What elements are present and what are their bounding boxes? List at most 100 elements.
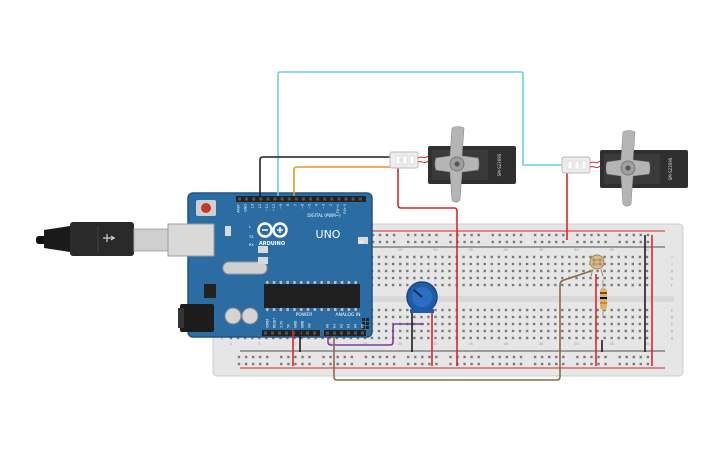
digital-header[interactable] — [236, 196, 366, 202]
breadboard-hole[interactable] — [617, 269, 620, 273]
breadboard-hole[interactable] — [596, 329, 599, 333]
breadboard-hole[interactable] — [638, 329, 642, 333]
breadboard-hole[interactable] — [582, 336, 585, 340]
breadboard-hole[interactable] — [490, 336, 493, 340]
power-rail-hole[interactable] — [251, 355, 255, 359]
power-rail-hole[interactable] — [308, 362, 311, 366]
breadboard-hole[interactable] — [469, 329, 472, 333]
power-rail-hole[interactable] — [533, 362, 537, 366]
power-rail-hole[interactable] — [548, 233, 551, 237]
breadboard-hole[interactable] — [504, 322, 508, 326]
breadboard-hole[interactable] — [462, 308, 465, 312]
power-rail-hole[interactable] — [512, 233, 516, 237]
breadboard-hole[interactable] — [554, 315, 557, 319]
breadboard-hole[interactable] — [490, 269, 493, 273]
breadboard-hole[interactable] — [631, 315, 634, 319]
power-rail-hole[interactable] — [548, 355, 551, 359]
breadboard-hole[interactable] — [603, 329, 606, 333]
power-rail-hole[interactable] — [392, 233, 396, 237]
breadboard-hole[interactable] — [504, 336, 508, 340]
breadboard-hole[interactable] — [568, 269, 571, 273]
breadboard-hole[interactable] — [406, 315, 409, 319]
breadboard-hole[interactable] — [243, 336, 247, 340]
breadboard-hole[interactable] — [603, 315, 606, 319]
breadboard-hole[interactable] — [272, 336, 275, 340]
breadboard-hole[interactable] — [483, 276, 486, 280]
breadboard-hole[interactable] — [561, 283, 564, 287]
breadboard-hole[interactable] — [540, 262, 543, 266]
breadboard-hole[interactable] — [610, 276, 613, 280]
breadboard-hole[interactable] — [434, 262, 437, 266]
breadboard-hole[interactable] — [518, 329, 522, 333]
power-rail-hole[interactable] — [449, 362, 452, 366]
breadboard-hole[interactable] — [624, 262, 627, 266]
power-rail-hole[interactable] — [625, 240, 628, 244]
power-rail-hole[interactable] — [470, 355, 473, 359]
breadboard-hole[interactable] — [631, 283, 634, 287]
breadboard-hole[interactable] — [427, 336, 430, 340]
breadboard-hole[interactable] — [617, 283, 620, 287]
breadboard-hole[interactable] — [399, 308, 402, 312]
breadboard-hole[interactable] — [406, 336, 409, 340]
breadboard-hole[interactable] — [497, 322, 501, 326]
breadboard-hole[interactable] — [624, 329, 627, 333]
power-rail-hole[interactable] — [244, 355, 248, 359]
breadboard-hole[interactable] — [497, 276, 501, 280]
breadboard-hole[interactable] — [554, 269, 557, 273]
breadboard-hole[interactable] — [448, 308, 451, 312]
breadboard-hole[interactable] — [645, 322, 649, 326]
breadboard-hole[interactable] — [497, 269, 501, 273]
power-rail-hole[interactable] — [329, 355, 332, 359]
breadboard-hole[interactable] — [518, 269, 522, 273]
power-rail-hole[interactable] — [576, 240, 579, 244]
breadboard-hole[interactable] — [462, 269, 465, 273]
breadboard-hole[interactable] — [596, 322, 599, 326]
breadboard-hole[interactable] — [399, 255, 402, 259]
power-rail-hole[interactable] — [576, 362, 579, 366]
power-rail-hole[interactable] — [632, 240, 635, 244]
breadboard-hole[interactable] — [645, 308, 649, 312]
breadboard-hole[interactable] — [420, 329, 423, 333]
breadboard-hole[interactable] — [561, 329, 564, 333]
power-rail-hole[interactable] — [519, 355, 523, 359]
breadboard-hole[interactable] — [596, 269, 599, 273]
power-rail-hole[interactable] — [435, 355, 438, 359]
breadboard-hole[interactable] — [525, 322, 529, 326]
breadboard-hole[interactable] — [554, 308, 557, 312]
breadboard-hole[interactable] — [624, 276, 627, 280]
power-rail-hole[interactable] — [625, 362, 628, 366]
power-rail-hole[interactable] — [646, 355, 650, 359]
breadboard-hole[interactable] — [596, 336, 599, 340]
breadboard-hole[interactable] — [448, 322, 451, 326]
breadboard-hole[interactable] — [476, 315, 479, 319]
breadboard-hole[interactable] — [434, 269, 437, 273]
breadboard-hole[interactable] — [462, 336, 465, 340]
power-jack[interactable] — [180, 304, 214, 332]
power-rail-hole[interactable] — [237, 355, 241, 359]
breadboard-hole[interactable] — [504, 276, 508, 280]
breadboard-hole[interactable] — [504, 255, 508, 259]
power-rail-hole[interactable] — [385, 355, 389, 359]
breadboard-hole[interactable] — [504, 269, 508, 273]
power-rail-hole[interactable] — [449, 355, 452, 359]
power-rail-hole[interactable] — [364, 362, 368, 366]
breadboard-hole[interactable] — [469, 262, 472, 266]
breadboard-hole[interactable] — [321, 336, 324, 340]
breadboard-hole[interactable] — [413, 315, 416, 319]
breadboard-hole[interactable] — [532, 336, 536, 340]
breadboard-hole[interactable] — [561, 269, 564, 273]
breadboard-hole[interactable] — [554, 262, 557, 266]
breadboard-hole[interactable] — [525, 308, 529, 312]
breadboard-hole[interactable] — [476, 329, 479, 333]
power-rail-hole[interactable] — [548, 362, 551, 366]
power-rail-hole[interactable] — [533, 240, 537, 244]
power-rail-hole[interactable] — [258, 355, 262, 359]
power-rail-hole[interactable] — [639, 240, 642, 244]
breadboard-hole[interactable] — [589, 336, 592, 340]
breadboard-hole[interactable] — [518, 315, 522, 319]
breadboard-hole[interactable] — [575, 283, 578, 287]
breadboard-hole[interactable] — [547, 262, 550, 266]
power-rail-hole[interactable] — [491, 233, 494, 237]
breadboard-hole[interactable] — [603, 336, 606, 340]
breadboard-hole[interactable] — [448, 315, 451, 319]
